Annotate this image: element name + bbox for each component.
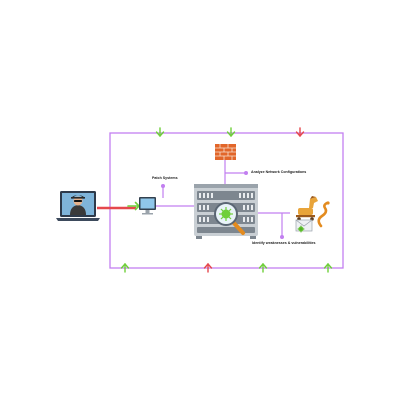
network-boundary xyxy=(109,132,344,269)
arrow-up-red xyxy=(203,262,213,273)
patch-dot xyxy=(161,184,165,188)
monitor-icon xyxy=(139,197,156,215)
arrow-down-green-2 xyxy=(226,127,236,138)
arrow-down-green-1 xyxy=(155,127,165,138)
worm-icon xyxy=(317,201,330,228)
infected-email-icon xyxy=(295,219,313,233)
arrow-down-red xyxy=(295,127,305,138)
identify-weaknesses-label: Identify weaknesses & vulnerabilities xyxy=(252,241,316,245)
arrow-up-green-2 xyxy=(258,262,268,273)
magnifier-bug-icon xyxy=(214,202,245,235)
patch-systems-label: Patch Systems xyxy=(152,176,178,180)
identify-dot xyxy=(280,235,284,239)
arrow-up-green-1 xyxy=(120,262,130,273)
trojan-horse-icon xyxy=(296,196,318,221)
analyze-dot xyxy=(244,171,248,175)
firewall-icon xyxy=(215,144,236,160)
hacker-laptop-icon xyxy=(56,191,100,221)
arrow-up-green-3 xyxy=(323,262,333,273)
analyze-network-label: Analyze Network Configurations xyxy=(251,170,307,174)
